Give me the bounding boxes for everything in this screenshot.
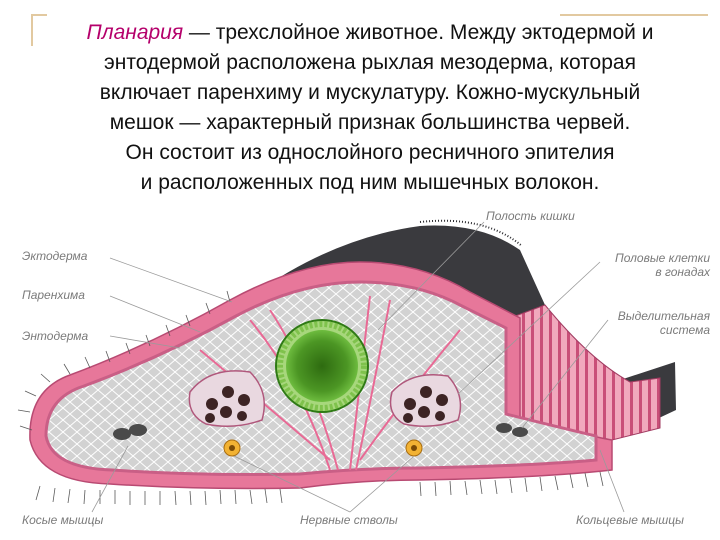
- label-ring-muscles: Кольцевые мышцы: [576, 513, 684, 527]
- caption-line-2: энтодермой расположена рыхлая мезодерма,…: [104, 51, 636, 74]
- label-gut-cavity: Полость кишки: [486, 209, 575, 223]
- ventral-cilia: [17, 290, 604, 506]
- frame-corner-right: [560, 14, 708, 17]
- caption-text: Планария — трехслойное животное. Между э…: [28, 18, 712, 198]
- label-excretory-line2: система: [659, 323, 710, 337]
- label-oblique-muscles: Косые мышцы: [22, 513, 104, 527]
- label-sex-cells-line1: Половые клетки: [615, 251, 710, 265]
- label-nerve-cords: Нервные стволы: [300, 513, 398, 527]
- label-endoderm: Энтодерма: [22, 329, 89, 343]
- gonad-left: [188, 370, 265, 427]
- caption-line-3: включает паренхиму и мускулатуру. Кожно-…: [99, 81, 641, 104]
- nerve-cords: [223, 439, 423, 457]
- label-parenchyma: Паренхима: [22, 288, 85, 302]
- label-excretory-line1: Выделительная: [617, 309, 710, 323]
- leader-lines: [91, 221, 625, 513]
- caption-line-6: и расположенных под ним мышечных волокон…: [140, 171, 600, 194]
- label-ectoderm: Эктодерма: [22, 249, 88, 263]
- caption-term: Планария: [86, 21, 184, 44]
- label-sex-cells-line2: в гонадах: [655, 265, 710, 279]
- excretory-organs: [113, 423, 528, 440]
- caption-line-4: мешок — характерный признак большинства …: [109, 111, 631, 134]
- frame-corner-left: [31, 14, 47, 46]
- ring-muscle-block: [509, 304, 661, 441]
- gonad-right: [389, 374, 462, 427]
- caption-line-5: Он состоит из однослойного ресничного эп…: [125, 141, 615, 164]
- gut-cavity: [275, 319, 369, 413]
- caption-line-1: — трехслойное животное. Между эктодермой…: [183, 21, 654, 44]
